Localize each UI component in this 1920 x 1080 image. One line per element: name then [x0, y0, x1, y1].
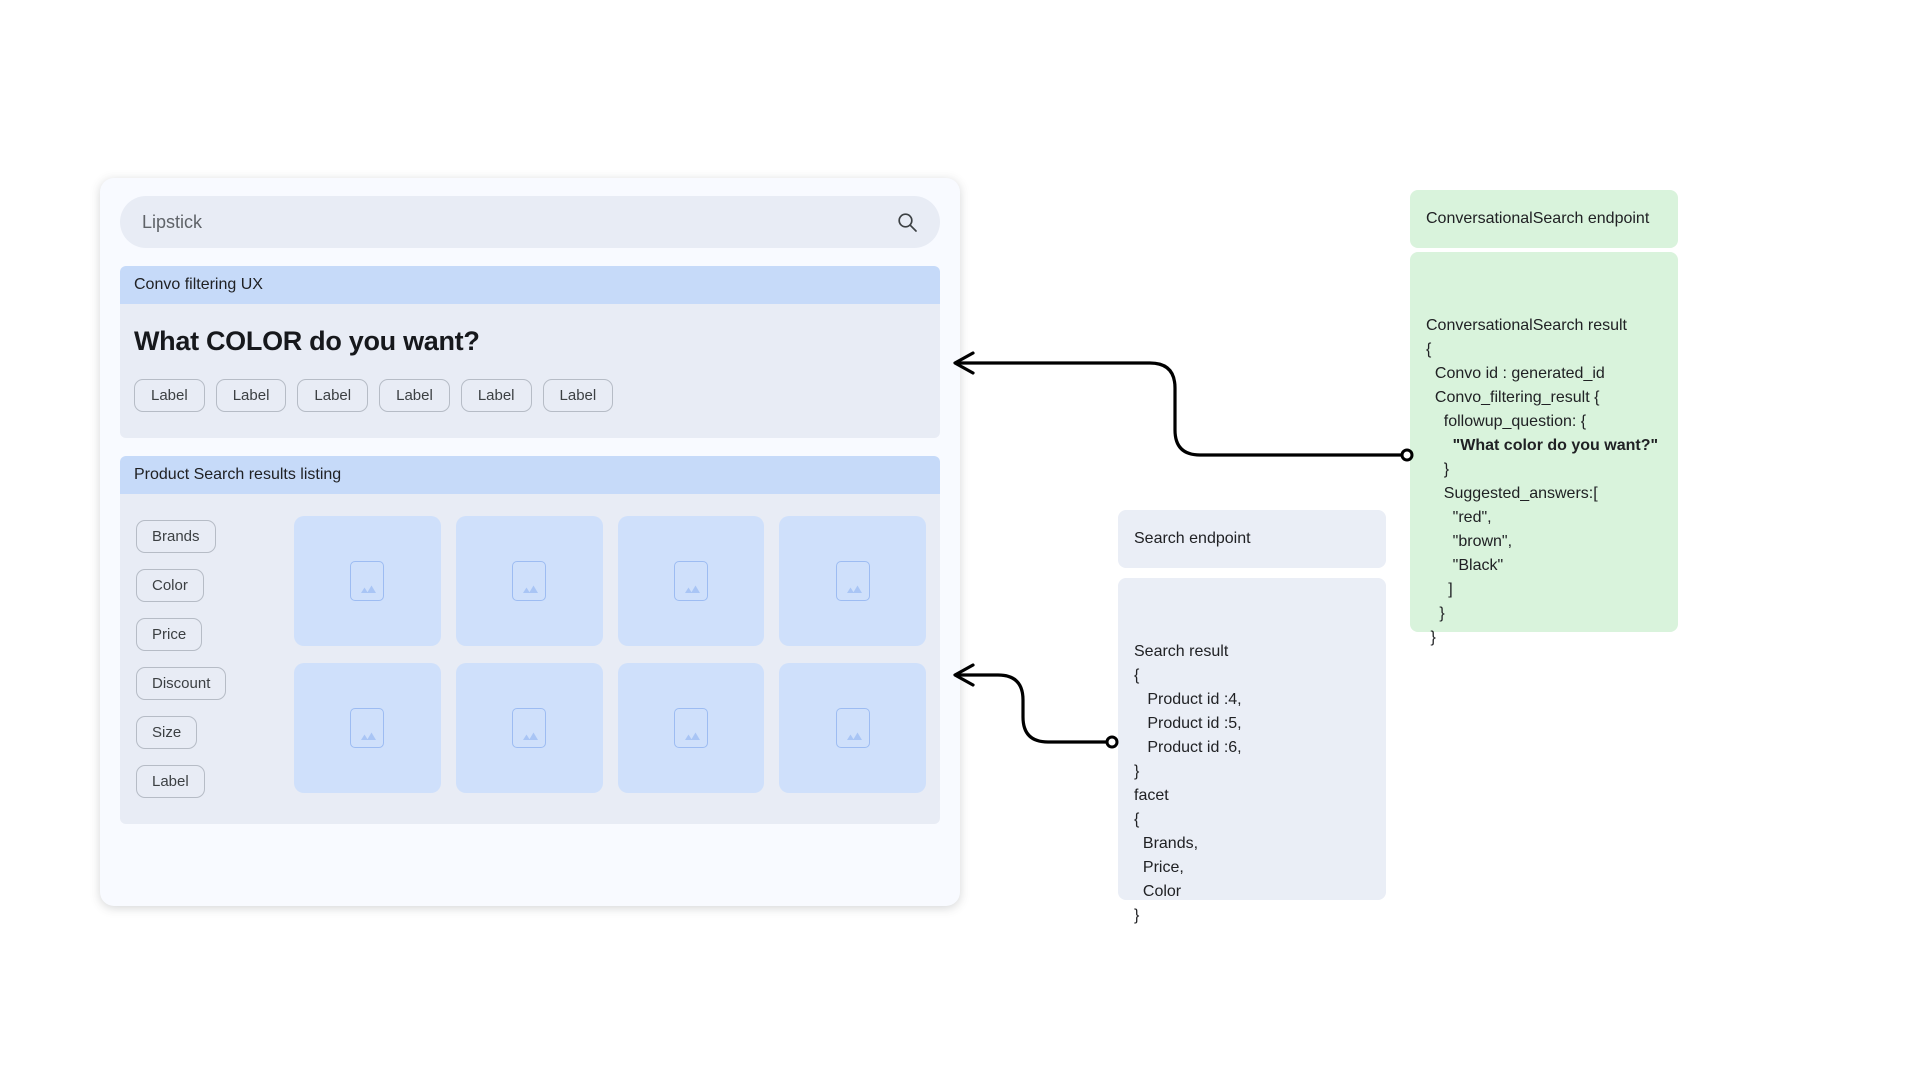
- search-input[interactable]: Lipstick: [142, 211, 203, 232]
- facet-chip-brands[interactable]: Brands: [136, 520, 216, 553]
- facet-chip-price[interactable]: Price: [136, 618, 203, 651]
- image-placeholder-icon: [512, 708, 547, 748]
- product-card[interactable]: [294, 663, 441, 793]
- search-icon[interactable]: [896, 211, 918, 233]
- search-connector-endpoint-dot: [1105, 735, 1119, 749]
- image-placeholder-icon: [835, 561, 870, 601]
- product-card[interactable]: [779, 516, 926, 646]
- suggested-answer-chip-3[interactable]: Label: [297, 379, 369, 412]
- conversational-search-result-title: ConversationalSearch result: [1426, 317, 1627, 334]
- facet-chip-discount[interactable]: Discount: [136, 667, 227, 700]
- suggested-answer-chip-4[interactable]: Label: [379, 379, 450, 412]
- facet-chip-color[interactable]: Color: [136, 569, 204, 602]
- image-placeholder-icon: [350, 708, 385, 748]
- conversational-search-endpoint-panel: ConversationalSearch endpoint: [1410, 190, 1678, 248]
- facet-rail: Brands Color Price Discount Size Label: [136, 516, 284, 798]
- conversational-search-result-body-after: } Suggested_answers:[ "red", "brown", "B…: [1430, 461, 1598, 646]
- product-card[interactable]: [455, 516, 603, 646]
- product-card[interactable]: [455, 663, 603, 793]
- convo-connector: [953, 351, 1414, 462]
- followup-question-value: "What color do you want?": [1452, 437, 1659, 454]
- search-result-body: { Product id :4, Product id :5, Product …: [1134, 667, 1242, 924]
- product-card[interactable]: [779, 663, 926, 793]
- search-result-panel: Search result { Product id :4, Product id…: [1118, 578, 1386, 924]
- suggested-answer-chip-1[interactable]: Label: [134, 379, 205, 412]
- image-placeholder-icon: [350, 561, 385, 601]
- suggested-answer-chips: Label Label Label Label Label Label: [134, 379, 926, 412]
- image-placeholder-icon: [835, 708, 870, 748]
- search-result-title: Search result: [1134, 643, 1229, 660]
- product-card[interactable]: [617, 663, 765, 793]
- product-card[interactable]: [617, 516, 765, 646]
- app-mock-card: Lipstick Convo filtering UX What COLOR d…: [100, 178, 960, 906]
- convo-filtering-section: Convo filtering UX What COLOR do you wan…: [120, 266, 940, 438]
- facet-chip-size[interactable]: Size: [136, 716, 198, 749]
- search-endpoint-title: Search endpoint: [1134, 530, 1251, 547]
- convo-filtering-body: What COLOR do you want? Label Label Labe…: [120, 304, 940, 438]
- product-grid: [294, 516, 926, 798]
- product-results-body: Brands Color Price Discount Size Label: [120, 494, 940, 824]
- facet-chip-label[interactable]: Label: [136, 765, 205, 798]
- product-results-section: Product Search results listing Brands Co…: [120, 456, 940, 824]
- search-bar[interactable]: Lipstick: [120, 196, 940, 248]
- suggested-answer-chip-2[interactable]: Label: [215, 379, 287, 412]
- suggested-answer-chip-6[interactable]: Label: [542, 379, 614, 412]
- image-placeholder-icon: [512, 561, 547, 601]
- search-endpoint-panel: Search endpoint: [1118, 510, 1386, 568]
- image-placeholder-icon: [673, 561, 708, 601]
- conversational-search-result-body-before: { Convo id : generated_id Convo_filterin…: [1426, 341, 1605, 430]
- image-placeholder-icon: [673, 708, 708, 748]
- convo-filtering-header: Convo filtering UX: [120, 266, 940, 304]
- product-card[interactable]: [294, 516, 441, 646]
- conversational-search-result-panel: ConversationalSearch result { Convo id : …: [1410, 252, 1678, 646]
- search-connector: [953, 663, 1119, 749]
- conversational-search-endpoint-title: ConversationalSearch endpoint: [1426, 210, 1650, 227]
- product-results-header: Product Search results listing: [120, 456, 940, 494]
- suggested-answer-chip-5[interactable]: Label: [460, 379, 532, 412]
- followup-question-heading: What COLOR do you want?: [134, 326, 480, 356]
